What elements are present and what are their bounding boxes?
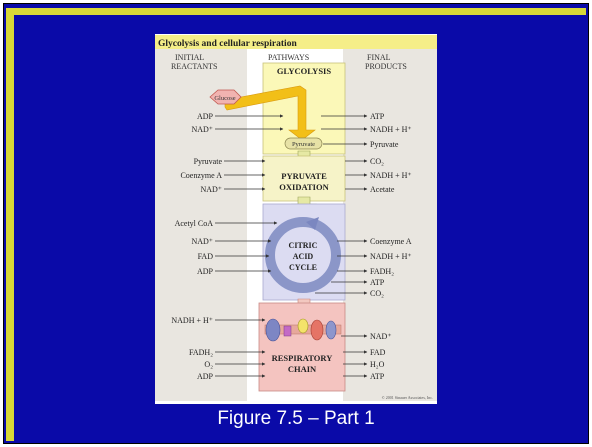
pyruvate-oxidation-label-2: OXIDATION [279, 182, 329, 192]
cycle-output-nadh: NADH + H⁺ [370, 252, 412, 261]
cycle-arrowhead [306, 217, 319, 230]
chain-output-fad: FAD [370, 348, 386, 357]
cycle-output-atp: ATP [370, 278, 385, 287]
glycolysis-output-nadh: NADH + H⁺ [370, 125, 412, 134]
pyruvate-node [284, 137, 323, 150]
glycolysis-label: GLYCOLYSIS [277, 66, 331, 76]
glycolysis-arrow [224, 85, 316, 141]
cycle-output-co2: CO₂ [370, 289, 384, 298]
respiratory-chain-box [258, 302, 346, 392]
pyruvate-label: Pyruvate [292, 141, 315, 148]
glucose-node [209, 89, 242, 105]
chain-input-fadh2: FADH₂ [189, 348, 213, 357]
cycle-input-nad: NAD⁺ [191, 237, 213, 246]
complex-one [265, 318, 281, 342]
chain-input-nadh: NADH + H⁺ [171, 316, 213, 325]
figure-title: Glycolysis and cellular respiration [158, 39, 297, 49]
glucose-label: Glucose [214, 95, 235, 102]
cycle-input-acetylcoa: Acetyl CoA [175, 219, 214, 228]
title-band [155, 35, 437, 49]
header-final-1: FINAL [367, 53, 391, 62]
chain-output-atp: ATP [370, 372, 385, 381]
oxidation-input-coa: Coenzyme A [180, 171, 222, 180]
glycolysis-output-atp: ATP [370, 112, 385, 121]
chain-label-2: CHAIN [288, 364, 317, 374]
copyright-notice: © 2001 Sinauer Associates, Inc. [382, 395, 433, 401]
header-final-2: PRODUCTS [365, 62, 407, 71]
figure-panel: Glycolysis and cellular respiration INIT… [155, 34, 437, 404]
header-pathways: PATHWAYS [268, 53, 309, 62]
oxidation-output-acetate: Acetate [370, 185, 395, 194]
pyruvate-oxidation-box [262, 155, 346, 202]
cycle-output-fadh2: FADH₂ [370, 267, 394, 276]
figure-caption: Figure 7.5 – Part 1 [217, 408, 375, 429]
complex-four [325, 320, 337, 340]
cycle-output-coa: Coenzyme A [370, 237, 412, 246]
cycle-label-3: CYCLE [289, 263, 317, 272]
cycle-ring [265, 217, 341, 293]
cycle-input-adp: ADP [197, 267, 214, 276]
glycolysis-input-nad: NAD⁺ [191, 125, 213, 134]
glycolysis-input-adp: ADP [197, 112, 214, 121]
final-column [343, 49, 437, 401]
oxidation-output-nadh: NADH + H⁺ [370, 171, 412, 180]
oxidation-input-nad: NAD⁺ [200, 185, 222, 194]
glycolysis-output-pyruvate: Pyruvate [370, 140, 399, 149]
left-accent-bar [6, 8, 14, 441]
complex-two [283, 325, 292, 337]
oxidation-output-co2: CO₂ [370, 157, 384, 166]
header-initial-1: INITIAL [175, 53, 204, 62]
complex-three [310, 319, 324, 341]
header-initial-2: REACTANTS [171, 62, 217, 71]
chain-label-1: RESPIRATORY [272, 353, 333, 363]
pyruvate-oxidation-label-1: PYRUVATE [281, 171, 327, 181]
cycle-label-2: ACID [293, 252, 314, 261]
ubiquinone [297, 318, 309, 334]
chain-output-h2o: H₂O [370, 360, 385, 369]
top-accent-bar [6, 8, 586, 15]
chain-input-adp: ADP [197, 372, 214, 381]
cycle-label-1: CITRIC [289, 241, 318, 250]
chain-output-nad: NAD⁺ [370, 332, 392, 341]
chain-input-o2: O₂ [204, 360, 213, 369]
cycle-input-fad: FAD [198, 252, 214, 261]
respiration-diagram: Glycolysis and cellular respiration INIT… [155, 35, 437, 401]
oxidation-input-pyruvate: Pyruvate [194, 157, 223, 166]
